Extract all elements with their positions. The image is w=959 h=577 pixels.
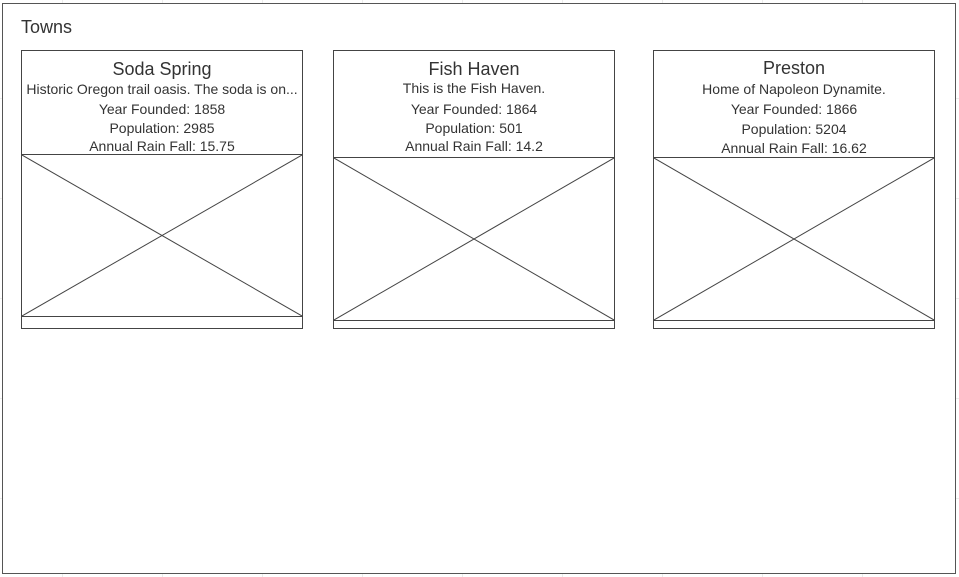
town-card-soda-spring[interactable]: Soda Spring Historic Oregon trail oasis.…	[21, 50, 303, 329]
town-year-founded: Year Founded: 1858	[98, 101, 226, 117]
town-annual-rain-fall: Annual Rain Fall: 14.2	[405, 138, 543, 154]
town-population: Population: 5204	[741, 121, 847, 137]
image-placeholder-icon	[654, 158, 934, 320]
town-annual-rain-fall: Annual Rain Fall: 15.75	[89, 138, 235, 154]
town-description: Historic Oregon trail oasis. The soda is…	[26, 81, 298, 97]
town-image-placeholder	[21, 154, 303, 317]
page-title: Towns	[21, 17, 73, 37]
town-population: Population: 501	[425, 120, 523, 136]
town-population: Population: 2985	[109, 120, 215, 136]
town-image-placeholder	[333, 157, 615, 321]
town-name: Fish Haven	[428, 59, 520, 79]
town-annual-rain-fall: Annual Rain Fall: 16.62	[721, 140, 867, 156]
image-placeholder-icon	[334, 158, 614, 320]
town-card-fish-haven[interactable]: Fish Haven This is the Fish Haven. Year …	[333, 50, 615, 329]
image-placeholder-icon	[22, 155, 302, 316]
town-card-preston[interactable]: Preston Home of Napoleon Dynamite. Year …	[653, 50, 935, 329]
town-description: This is the Fish Haven.	[402, 80, 546, 96]
town-name: Soda Spring	[112, 59, 212, 79]
town-name: Preston	[762, 58, 826, 78]
town-description: Home of Napoleon Dynamite.	[702, 81, 886, 97]
town-year-founded: Year Founded: 1864	[410, 101, 538, 117]
town-year-founded: Year Founded: 1866	[730, 101, 858, 117]
town-image-placeholder	[653, 157, 935, 321]
